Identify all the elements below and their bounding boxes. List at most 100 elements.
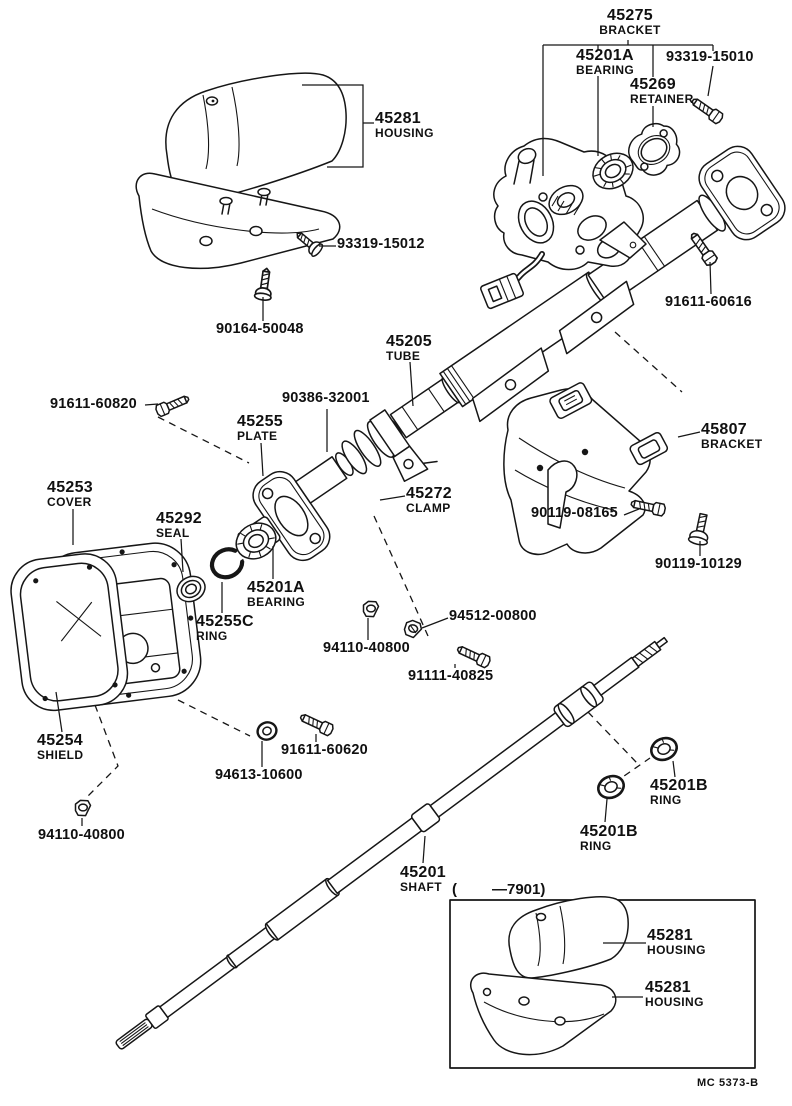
part-number: 93319-15012 bbox=[337, 236, 425, 252]
part-number: 45292 bbox=[156, 510, 202, 527]
label-91611-60820: 91611-60820 bbox=[50, 397, 137, 412]
bolt-91111-40825 bbox=[454, 642, 493, 670]
screw-90119-10129 bbox=[687, 512, 709, 546]
label-45255-plate: 45255 PLATE bbox=[237, 414, 283, 444]
screw-90164-50048 bbox=[253, 266, 276, 302]
part-caption: PLATE bbox=[237, 429, 278, 443]
bolt-91611-60620 bbox=[297, 710, 336, 738]
part-caption: COVER bbox=[47, 495, 92, 509]
part-number: 91611-60820 bbox=[50, 396, 137, 412]
part-caption: RING bbox=[650, 793, 682, 807]
part-caption: SHIELD bbox=[37, 748, 84, 762]
part-number: 45201B bbox=[650, 777, 708, 794]
part-number: 94512-00800 bbox=[449, 608, 537, 624]
part-number: 45275 bbox=[607, 7, 653, 24]
ring-45201b-left bbox=[593, 771, 629, 803]
housing-45281-top bbox=[135, 72, 347, 270]
dashed-relation-lines bbox=[87, 331, 683, 797]
bearing-45201a-mid bbox=[235, 522, 277, 560]
part-number: 94110-40800 bbox=[323, 640, 410, 656]
part-caption: BRACKET bbox=[701, 437, 763, 451]
label-45281-housing-top: 45281 HOUSING bbox=[375, 111, 434, 141]
label-45269-retainer: 45269 RETAINER bbox=[630, 77, 694, 107]
label-90119-10129: 90119-10129 bbox=[655, 557, 742, 572]
bracket-45807 bbox=[503, 382, 669, 556]
label-45807-bracket: 45807 BRACKET bbox=[701, 422, 762, 452]
part-number: 45205 bbox=[386, 333, 432, 350]
label-93319-15012: 93319-15012 bbox=[337, 237, 425, 252]
part-number: 91111-40825 bbox=[408, 668, 494, 684]
part-caption: BEARING bbox=[576, 63, 635, 77]
part-number: 45281 bbox=[375, 110, 421, 127]
part-number: 90386-32001 bbox=[282, 390, 370, 406]
label-90119-08165: 90119-08165 bbox=[531, 506, 618, 521]
part-number: 45272 bbox=[406, 485, 452, 502]
label-45281-inset-top: 45281 HOUSING bbox=[647, 928, 706, 958]
label-93319-15010: 93319-15010 bbox=[666, 50, 754, 65]
label-45201b-ring-left: 45201B RING bbox=[580, 824, 638, 854]
part-number: 45201 bbox=[400, 864, 446, 881]
bolt-91611-60820 bbox=[153, 392, 192, 418]
part-caption: SHAFT bbox=[400, 880, 442, 894]
part-number: 94613-10600 bbox=[215, 767, 303, 783]
tube-bracket-tabs bbox=[471, 280, 635, 423]
drawing-code-text: MC 5373-B bbox=[697, 1077, 759, 1089]
part-number: 90164-50048 bbox=[216, 321, 304, 337]
label-91111-40825: 91111-40825 bbox=[408, 669, 493, 684]
paren-text: ( bbox=[452, 881, 457, 898]
label-45281-inset-bottom: 45281 HOUSING bbox=[645, 980, 704, 1010]
part-number: 93319-15010 bbox=[666, 49, 754, 65]
shaft-45201 bbox=[115, 636, 668, 1050]
part-number: 94110-40800 bbox=[38, 827, 125, 843]
label-45201a-bearing-mid: 45201A BEARING bbox=[247, 580, 305, 610]
part-caption: CLAMP bbox=[406, 501, 451, 515]
label-45272-clamp: 45272 CLAMP bbox=[406, 486, 452, 516]
bolt-93319-15010 bbox=[688, 94, 726, 126]
part-number: 45807 bbox=[701, 421, 747, 438]
part-number: 45201B bbox=[580, 823, 638, 840]
tube-upper-flange bbox=[698, 145, 786, 241]
drawing-code: MC 5373-B bbox=[697, 1077, 759, 1089]
label-90164-50048: 90164-50048 bbox=[216, 322, 304, 337]
nut-94512-00800 bbox=[403, 619, 423, 639]
label-45201a-bearing-top: 45201A BEARING bbox=[576, 48, 634, 78]
label-45292-seal: 45292 SEAL bbox=[156, 511, 202, 541]
part-caption: TUBE bbox=[386, 349, 421, 363]
clamp-45272 bbox=[369, 409, 438, 483]
ring-45201b-right bbox=[646, 733, 682, 765]
part-caption: SEAL bbox=[156, 526, 190, 540]
label-94110-40800-bottom: 94110-40800 bbox=[38, 828, 125, 843]
part-number: 45253 bbox=[47, 479, 93, 496]
part-caption: HOUSING bbox=[645, 995, 704, 1009]
label-94110-40800-mid: 94110-40800 bbox=[323, 641, 410, 656]
part-caption: RETAINER bbox=[630, 92, 694, 106]
part-caption: BEARING bbox=[247, 595, 306, 609]
part-number: 45255 bbox=[237, 413, 283, 430]
label-90386-32001: 90386-32001 bbox=[282, 391, 370, 406]
label-45253-cover: 45253 COVER bbox=[47, 480, 93, 510]
leader-lines bbox=[55, 40, 714, 998]
label-45201-shaft: 45201 SHAFT bbox=[400, 865, 446, 895]
part-caption: HOUSING bbox=[647, 943, 706, 957]
retainer-45269 bbox=[628, 123, 681, 176]
inset-model-range: —7901) bbox=[492, 881, 545, 898]
seal-45292 bbox=[176, 575, 206, 603]
part-number: 90119-10129 bbox=[655, 556, 742, 572]
shield-45254 bbox=[10, 553, 129, 712]
inset-box bbox=[449, 896, 756, 1069]
part-number: 91611-60620 bbox=[281, 742, 368, 758]
nut-94110-40800-mid bbox=[362, 600, 380, 618]
label-45205-tube: 45205 TUBE bbox=[386, 334, 432, 364]
part-number: 45255C bbox=[196, 613, 254, 630]
washer-94613-10600 bbox=[256, 721, 278, 741]
part-number: 90119-08165 bbox=[531, 505, 618, 521]
inset-open-paren: ( bbox=[452, 881, 457, 898]
label-91611-60620: 91611-60620 bbox=[281, 743, 368, 758]
part-caption: HOUSING bbox=[375, 126, 434, 140]
bearing-45201a-top bbox=[592, 152, 634, 190]
part-caption: RING bbox=[580, 839, 612, 853]
part-number: 91611-60616 bbox=[665, 294, 752, 310]
range-text: —7901) bbox=[492, 881, 546, 898]
